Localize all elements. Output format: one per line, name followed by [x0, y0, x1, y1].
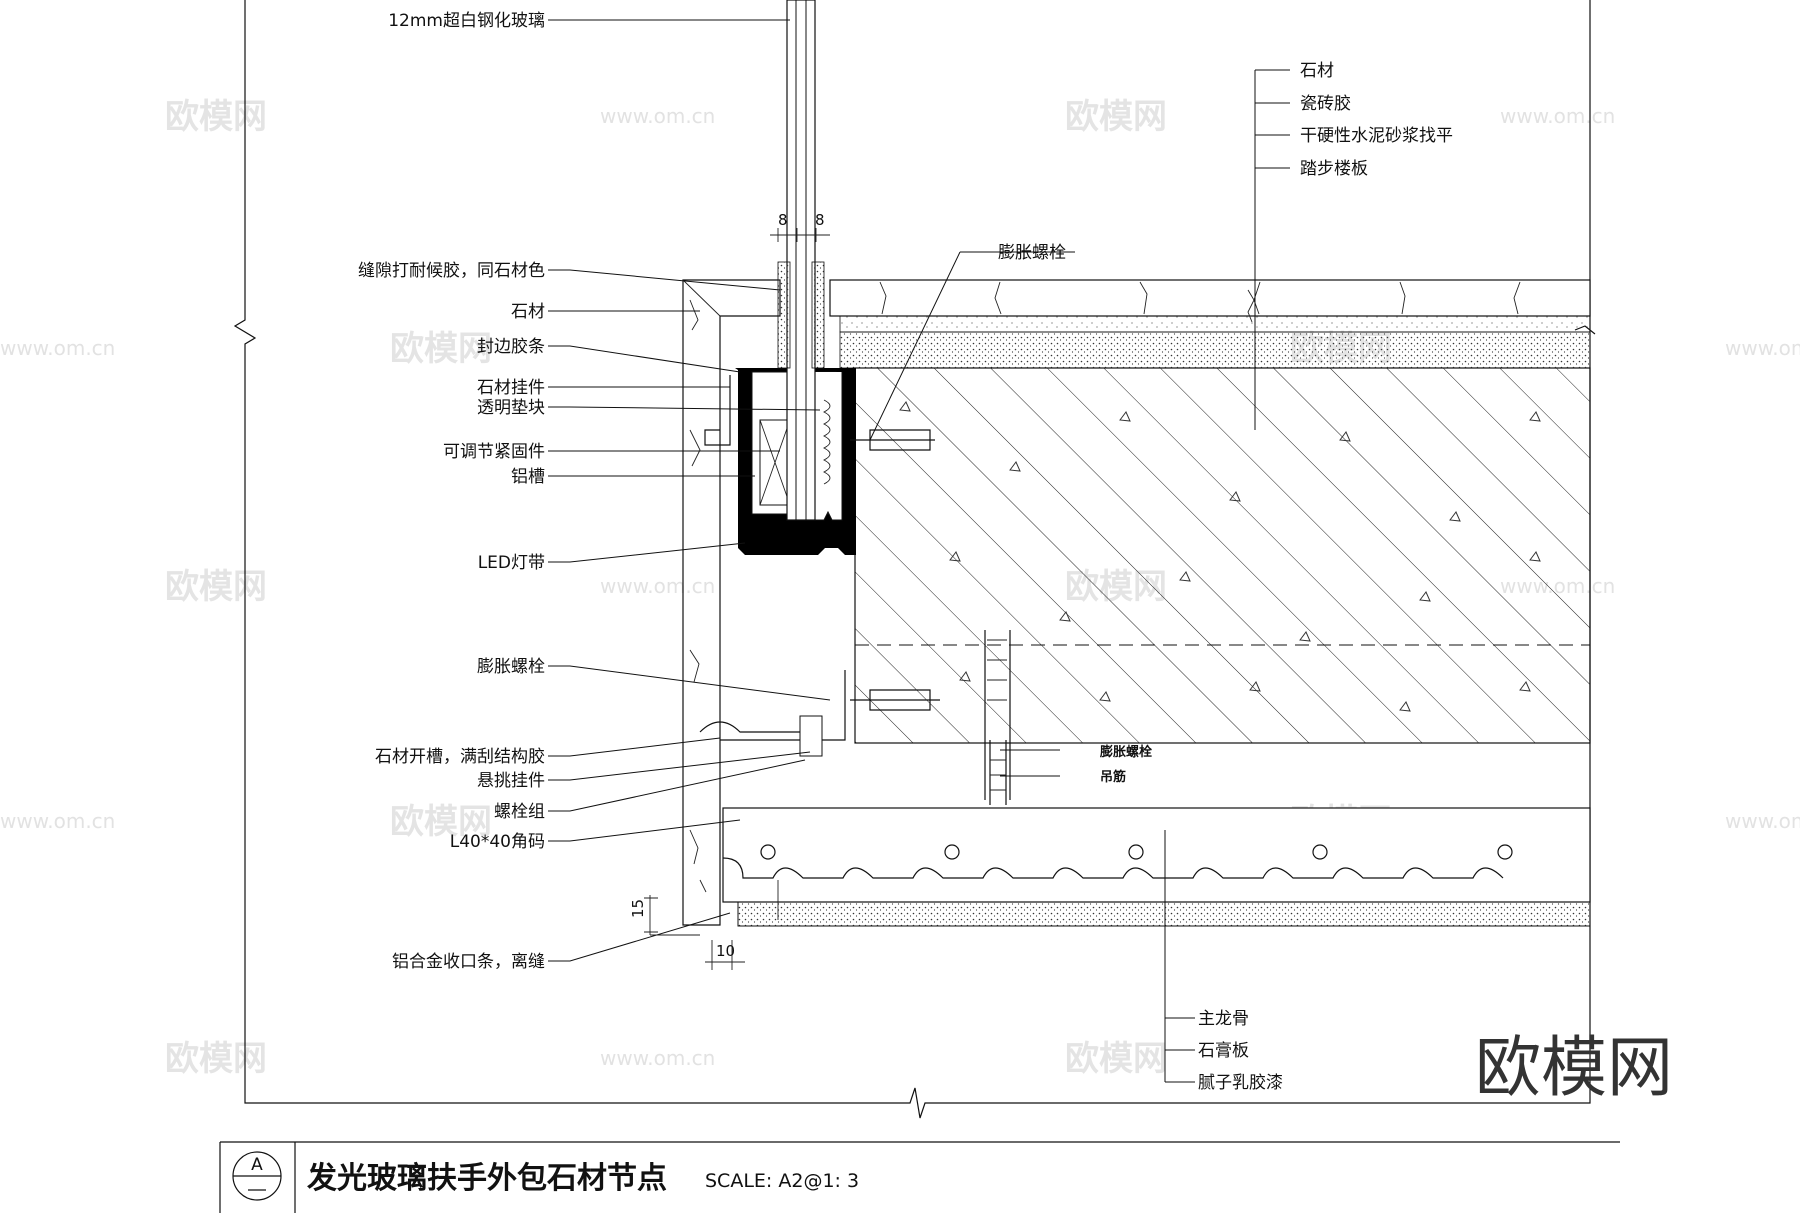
- glass-panel: [777, 0, 825, 521]
- svg-text:www.om.cn: www.om.cn: [600, 104, 715, 128]
- tread-layers: [829, 279, 1596, 369]
- stair-slab: [854, 367, 1591, 744]
- svg-text:www.om.cn: www.om.cn: [600, 574, 715, 598]
- svg-text:欧模网: 欧模网: [165, 567, 267, 607]
- label-stone: 石材: [511, 302, 545, 322]
- svg-text:8: 8: [778, 211, 788, 229]
- drawing-scale: SCALE: A2@1: 3: [705, 1170, 859, 1192]
- frame-lines: [233, 0, 1591, 1119]
- svg-text:www.om.cn: www.om.cn: [1725, 336, 1800, 360]
- label-clear-pad: 透明垫块: [477, 398, 545, 418]
- title-block: A 发光玻璃扶手外包石材节点 SCALE: A2@1: 3: [219, 1141, 1620, 1213]
- svg-text:www.om.cn: www.om.cn: [1500, 104, 1615, 128]
- watermarks: 欧模网 www.om.cn 欧模网 www.om.cn 欧模网 欧模网 www.…: [0, 97, 1800, 1079]
- label-bolt-set: 螺栓组: [494, 802, 545, 822]
- svg-text:欧模网: 欧模网: [165, 97, 267, 137]
- label-sealant: 缝隙打耐候胶，同石材色: [358, 261, 545, 281]
- label-edge-strip: 封边胶条: [477, 337, 545, 357]
- leaders-right: [869, 69, 1290, 1083]
- drawing-title: 发光玻璃扶手外包石材节点: [306, 1161, 667, 1196]
- label-glass: 12mm超白钢化玻璃: [388, 11, 545, 31]
- label-expansion-bolt: 膨胀螺栓: [477, 657, 545, 677]
- leaders-left: [548, 19, 831, 962]
- label-led-strip: LED灯带: [478, 553, 545, 573]
- svg-text:欧模网: 欧模网: [1065, 97, 1167, 137]
- svg-text:www.om.cn: www.om.cn: [0, 336, 115, 360]
- svg-text:www.om.cn: www.om.cn: [0, 809, 115, 833]
- label-angle: L40*40角码: [450, 832, 545, 852]
- label-gypsum: 石膏板: [1198, 1040, 1249, 1061]
- svg-text:15: 15: [629, 899, 647, 918]
- svg-text:欧模网: 欧模网: [390, 802, 492, 842]
- svg-text:www.om.cn: www.om.cn: [600, 1046, 715, 1070]
- label-stone-hanger: 石材挂件: [477, 378, 545, 398]
- svg-text:欧模网: 欧模网: [390, 329, 492, 369]
- labels-left: 12mm超白钢化玻璃 缝隙打耐候胶，同石材色 石材 封边胶条 石材挂件 透明垫块…: [358, 11, 545, 972]
- label-adjustable-fastener: 可调节紧固件: [443, 442, 545, 462]
- label-hanger-rod: 吊筋: [1100, 769, 1126, 785]
- label-r-tile-adhesive: 瓷砖胶: [1300, 94, 1351, 114]
- label-bolt-top: 膨胀螺栓: [998, 243, 1066, 263]
- label-stone-slot: 石材开槽，满刮结构胶: [375, 747, 545, 767]
- steel-connections: [699, 375, 1011, 805]
- ceiling-system: [722, 807, 1591, 927]
- svg-text:10: 10: [716, 942, 735, 960]
- brand-watermark: 欧模网: [1475, 1029, 1673, 1106]
- section-mark: A: [251, 1155, 263, 1175]
- svg-text:欧模网: 欧模网: [1065, 1039, 1167, 1079]
- label-aluminum-channel: 铝槽: [511, 467, 545, 487]
- label-hanger-bolt: 膨胀螺栓: [1099, 744, 1152, 760]
- svg-text:欧模网: 欧模网: [165, 1039, 267, 1079]
- label-cantilever: 悬挑挂件: [477, 771, 545, 791]
- label-alu-trim: 铝合金收口条，离缝: [392, 952, 545, 972]
- label-r-stone: 石材: [1300, 61, 1334, 81]
- label-r-mortar: 干硬性水泥砂浆找平: [1300, 126, 1453, 146]
- label-main-keel: 主龙骨: [1198, 1009, 1249, 1029]
- svg-text:www.om.cn: www.om.cn: [1725, 809, 1800, 833]
- dimensions: 8 8 15 10: [629, 211, 830, 970]
- svg-text:8: 8: [815, 211, 825, 229]
- label-r-slab: 踏步楼板: [1300, 159, 1368, 179]
- labels-right: 石材 瓷砖胶 干硬性水泥砂浆找平 踏步楼板 膨胀螺栓 膨胀螺栓 吊筋 主龙骨 石…: [998, 61, 1453, 1093]
- label-paint: 腻子乳胶漆: [1198, 1073, 1283, 1093]
